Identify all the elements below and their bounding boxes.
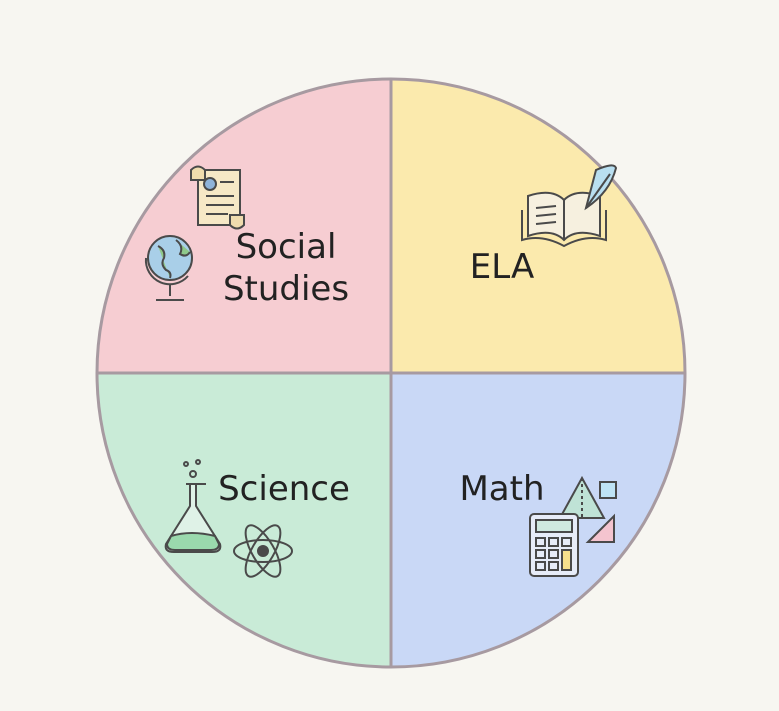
label-social-studies-line1: Social xyxy=(236,227,337,267)
calculator-icon xyxy=(529,513,579,577)
label-social-studies-line2: Studies xyxy=(223,269,349,309)
flask-icon xyxy=(164,459,222,553)
quadrant-science xyxy=(97,373,391,667)
geometry-shapes-icon xyxy=(558,475,617,543)
label-math: Math xyxy=(459,469,544,509)
label-ela: ELA xyxy=(470,247,534,287)
atom-icon xyxy=(233,524,293,578)
label-science: Science xyxy=(218,469,350,509)
scroll-document-icon xyxy=(190,165,245,230)
circle-outline xyxy=(95,77,687,669)
open-book-quill-icon xyxy=(521,164,618,248)
globe-icon xyxy=(144,235,193,301)
